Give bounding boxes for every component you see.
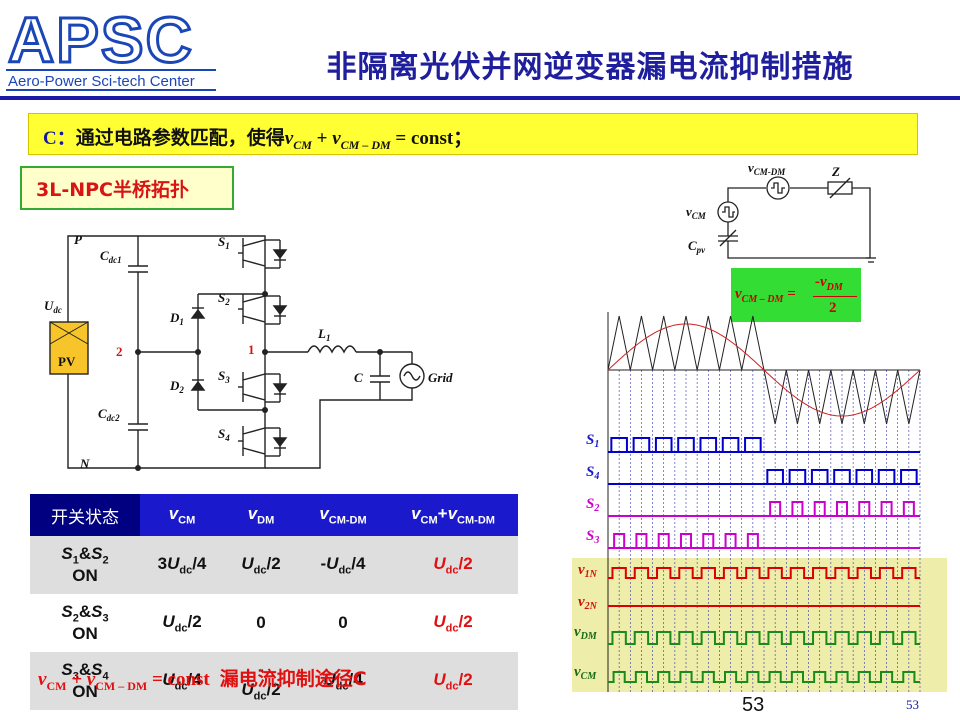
l1-label: L1	[317, 326, 330, 343]
cell-vdm: Udc/2	[224, 536, 298, 594]
s1-wave-label: S1	[586, 432, 599, 450]
vdm-wave-label: vDM	[574, 624, 598, 642]
udc-label: Udc	[44, 298, 62, 315]
d1-label: D1	[169, 310, 184, 327]
logo-subtitle: Aero-Power Sci-tech Center	[8, 73, 195, 90]
equivalent-circuit: vCM-DM Z vCM Cpv	[686, 160, 876, 263]
cm-dm-formula: vCM – DM = -vDM 2	[731, 268, 861, 322]
cell-vcm-dm: Udc/4	[298, 652, 388, 710]
node-2-label: 2	[116, 344, 123, 359]
table-header-row: 开关状态 vCM vDM vCM-DM vCM+vCM-DM	[30, 494, 518, 536]
grid-label: Grid	[428, 370, 453, 385]
pv-label: PV	[58, 354, 76, 369]
method-banner: C：通过电路参数匹配，使得vCM + vCM – DM = const；	[28, 113, 918, 155]
logo-text: APSC	[8, 4, 194, 76]
vcm-dm-source-label: vCM-DM	[748, 160, 786, 177]
s2-wave-label: S2	[586, 496, 599, 514]
cell-vdm: 0	[224, 594, 298, 652]
v1n-wave-label: v1N	[578, 562, 598, 580]
header-vcm-plus-vcmdm: vCM+vCM-DM	[388, 494, 518, 536]
header-vcm: vCM	[140, 494, 224, 536]
cell-sum: Udc/2	[388, 652, 518, 710]
d2-label: D2	[169, 378, 184, 395]
cell-sum: Udc/2	[388, 536, 518, 594]
header-vcm-dm: vCM-DM	[298, 494, 388, 536]
cell-vcm: Udc/4	[140, 652, 224, 710]
v2n-wave-label: v2N	[578, 594, 598, 612]
cpv-label: Cpv	[688, 238, 706, 255]
cdc1-label: Cdc1	[100, 248, 122, 265]
voltage-waveform-highlight	[572, 558, 947, 692]
rail-n-label: N	[79, 456, 90, 471]
s4-wave-label: S4	[586, 464, 599, 482]
method-statement: C：通过电路参数匹配，使得vCM + vCM – DM = const；	[43, 127, 473, 152]
topology-badge: 3L-NPC半桥拓扑	[20, 166, 234, 210]
npc-circuit-diagram: P N Udc PV Cdc1 Cdc2 2 1 D1 D2 S1 S2 S3 …	[44, 232, 453, 471]
c-label: C	[354, 370, 363, 385]
s3-label: S3	[218, 368, 230, 385]
cdc2-label: Cdc2	[98, 406, 120, 423]
header-vdm: vDM	[224, 494, 298, 536]
impedance-z-label: Z	[831, 164, 840, 179]
page-number-small: 53	[906, 697, 919, 712]
header-switch-state: 开关状态	[30, 494, 140, 536]
header-divider	[0, 96, 960, 100]
rail-p-label: P	[74, 232, 83, 247]
topology-label: 3L-NPC半桥拓扑	[36, 179, 189, 201]
cell-vcm: 3Udc/4	[140, 536, 224, 594]
node-1-label: 1	[248, 342, 255, 357]
cell-vdm: -Udc/2	[224, 652, 298, 710]
page-number-large: 53	[742, 694, 765, 716]
vcm-wave-label: vCM	[574, 664, 597, 682]
s3-wave-label: S3	[586, 528, 599, 546]
cell-vcm: Udc/2	[140, 594, 224, 652]
s1-label: S1	[218, 234, 230, 251]
cell-vcm-dm: 0	[298, 594, 388, 652]
s4-label: S4	[218, 426, 230, 443]
switching-waveforms: S1 S4 S2 S3 v1N v2N vDM vCM	[574, 312, 921, 692]
s2-label: S2	[218, 290, 230, 307]
apsc-logo: APSC Aero-Power Sci-tech Center	[4, 4, 218, 92]
vcm-source-label: vCM	[686, 204, 707, 221]
slide-title: 非隔离光伏并网逆变器漏电流抑制措施	[326, 50, 854, 85]
cell-sum: Udc/2	[388, 594, 518, 652]
cell-vcm-dm: -Udc/4	[298, 536, 388, 594]
